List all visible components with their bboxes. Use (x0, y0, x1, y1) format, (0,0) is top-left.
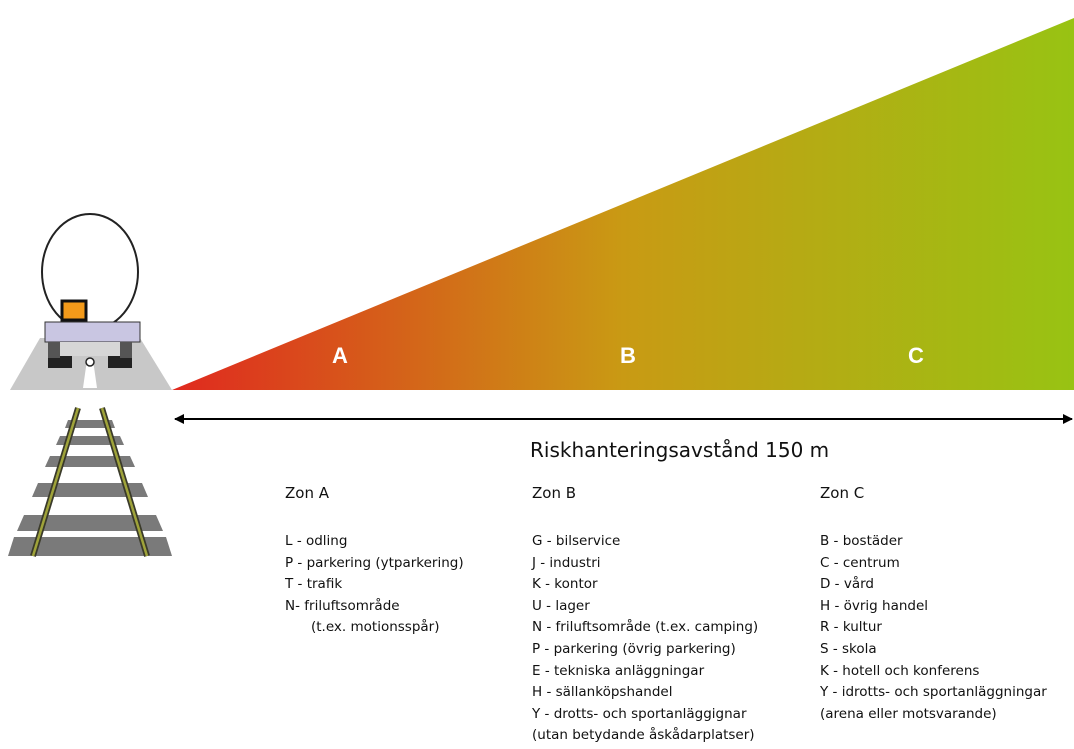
zone-a-item: (t.ex. motionsspår) (311, 619, 440, 636)
zone-b-item: Y - drotts- och sportanläggignar (532, 705, 747, 722)
zone-c-item: H - övrig handel (820, 597, 929, 614)
zone-a-column: Zon A L - odling P - parkering (ytparker… (285, 484, 464, 639)
zone-c-item: Y - idrotts- och sportanläggningar (820, 684, 1047, 701)
zone-b-title: Zon B (532, 484, 577, 502)
zone-c-item: R - kultur (820, 619, 882, 636)
zone-c-item: D - vård (820, 576, 874, 593)
zone-b-list: G - bilservice J - industri K - kontor U… (532, 531, 758, 747)
risk-wedge (172, 18, 1074, 390)
zone-b-item: E - tekniska anläggningar (532, 662, 705, 679)
zone-c-item: C - centrum (820, 554, 900, 571)
zone-a-item: L - odling (285, 533, 348, 549)
zone-a-title: Zon A (285, 484, 329, 502)
zone-b-item: P - parkering (övrig parkering) (532, 640, 736, 657)
zone-c-item: (arena eller motsvarande) (820, 705, 997, 722)
zone-b-item: N - friluftsområde (t.ex. camping) (532, 619, 759, 636)
zone-c-item: B - bostäder (820, 533, 903, 549)
zone-b-item: K - kontor (532, 576, 598, 593)
zone-a-item: P - parkering (ytparkering) (285, 554, 464, 571)
zone-b-wedge-label: B (620, 343, 636, 368)
zone-a-item: T - trafik (285, 576, 343, 593)
railway-track-icon (8, 407, 172, 557)
zone-c-list: B - bostäder C - centrum D - vård H - öv… (820, 531, 1047, 725)
zone-b-item: J - industri (532, 554, 601, 571)
tank-wagon-icon (10, 213, 172, 390)
zone-a-list: L - odling P - parkering (ytparkering) T… (285, 531, 464, 639)
zone-c-item: K - hotell och konferens (820, 662, 980, 679)
zone-b-item: (utan betydande åskådarplatser) (532, 727, 755, 744)
zone-c-title: Zon C (820, 484, 865, 502)
zone-b-item: H - sällanköpshandel (532, 684, 673, 701)
zone-a-item: N- friluftsområde (285, 597, 400, 614)
zone-a-wedge-label: A (332, 343, 348, 368)
zone-b-item: G - bilservice (532, 533, 621, 549)
zone-c-wedge-label: C (908, 343, 924, 368)
zone-b-item: U - lager (532, 597, 590, 614)
zone-c-column: Zon C B - bostäder C - centrum D - vård … (820, 484, 1047, 725)
zone-c-item: S - skola (820, 640, 877, 657)
risk-distance-label: Riskhanteringsavstånd 150 m (530, 438, 830, 462)
zone-b-column: Zon B G - bilservice J - industri K - ko… (532, 484, 758, 747)
